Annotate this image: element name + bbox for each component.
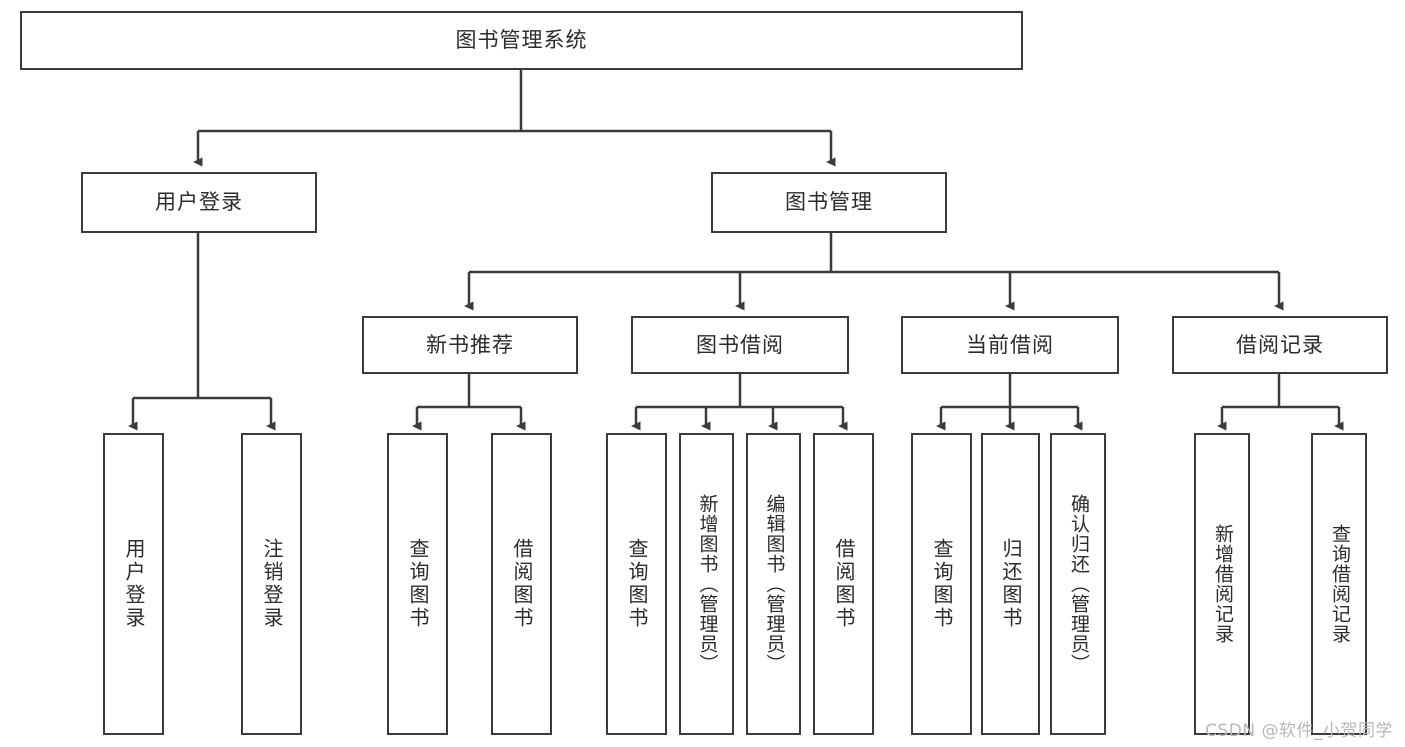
leaf-borrow-edit-book-label: 编辑图书（管理员） — [763, 494, 786, 674]
node-user-login-label: 用户登录 — [155, 190, 243, 215]
node-new-book-recommend[interactable]: 新书推荐 — [362, 316, 578, 374]
leaf-record-query-label: 查询借阅记录 — [1328, 524, 1351, 644]
leaf-new-book-borrow-label: 借阅图书 — [510, 538, 534, 630]
leaf-record-add-label: 新增借阅记录 — [1211, 524, 1234, 644]
node-book-borrow-label: 图书借阅 — [696, 332, 784, 357]
leaf-current-return-book-label: 归还图书 — [999, 538, 1023, 630]
node-borrow-record[interactable]: 借阅记录 — [1172, 316, 1388, 374]
leaf-borrow-edit-book[interactable]: 编辑图书（管理员） — [746, 433, 801, 735]
leaf-borrow-add-book[interactable]: 新增图书（管理员） — [679, 433, 734, 735]
node-new-book-recommend-label: 新书推荐 — [426, 332, 514, 357]
node-book-management-label: 图书管理 — [785, 190, 873, 215]
node-current-borrow[interactable]: 当前借阅 — [901, 316, 1119, 374]
watermark-text: CSDN @软件_小贺同学 — [1205, 721, 1393, 741]
leaf-current-query-book[interactable]: 查询图书 — [911, 433, 972, 735]
leaf-user-login-login[interactable]: 用户登录 — [103, 433, 164, 735]
node-book-borrow[interactable]: 图书借阅 — [631, 316, 849, 374]
leaf-user-login-login-label: 用户登录 — [122, 538, 146, 630]
leaf-current-return-book[interactable]: 归还图书 — [981, 433, 1040, 735]
leaf-user-login-logout[interactable]: 注销登录 — [241, 433, 302, 735]
leaf-user-login-logout-label: 注销登录 — [260, 538, 284, 630]
node-current-borrow-label: 当前借阅 — [966, 332, 1054, 357]
node-borrow-record-label: 借阅记录 — [1236, 332, 1324, 357]
leaf-borrow-query-book-label: 查询图书 — [625, 538, 649, 630]
leaf-borrow-query-book[interactable]: 查询图书 — [606, 433, 667, 735]
leaf-record-query[interactable]: 查询借阅记录 — [1311, 433, 1367, 735]
node-book-management[interactable]: 图书管理 — [711, 172, 947, 233]
leaf-new-book-query[interactable]: 查询图书 — [387, 433, 448, 735]
leaf-new-book-borrow[interactable]: 借阅图书 — [491, 433, 552, 735]
leaf-borrow-add-book-label: 新增图书（管理员） — [696, 494, 719, 674]
leaf-borrow-borrow-book[interactable]: 借阅图书 — [813, 433, 874, 735]
leaf-new-book-query-label: 查询图书 — [406, 538, 430, 630]
leaf-borrow-borrow-book-label: 借阅图书 — [832, 538, 856, 630]
leaf-current-query-book-label: 查询图书 — [930, 538, 954, 630]
node-root-label: 图书管理系统 — [455, 28, 588, 53]
node-user-login[interactable]: 用户登录 — [81, 172, 317, 233]
leaf-record-add[interactable]: 新增借阅记录 — [1194, 433, 1250, 735]
leaf-current-confirm-return-label: 确认归还（管理员） — [1067, 494, 1090, 674]
node-root[interactable]: 图书管理系统 — [20, 11, 1023, 70]
leaf-current-confirm-return[interactable]: 确认归还（管理员） — [1050, 433, 1106, 735]
